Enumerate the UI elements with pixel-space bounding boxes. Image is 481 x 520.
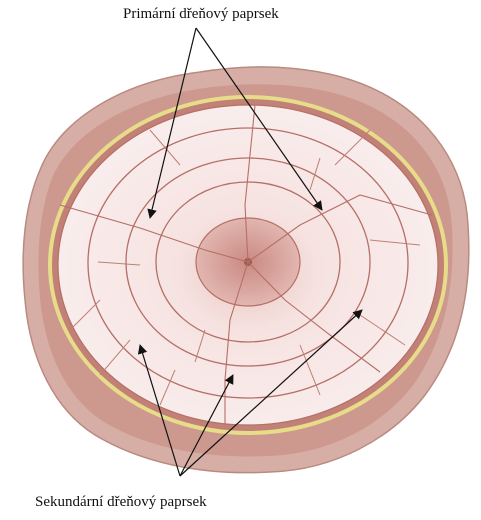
secondary-ray-label: Sekundární dřeňový paprsek	[35, 494, 207, 511]
primary-ray-label: Primární dřeňový paprsek	[123, 6, 279, 23]
